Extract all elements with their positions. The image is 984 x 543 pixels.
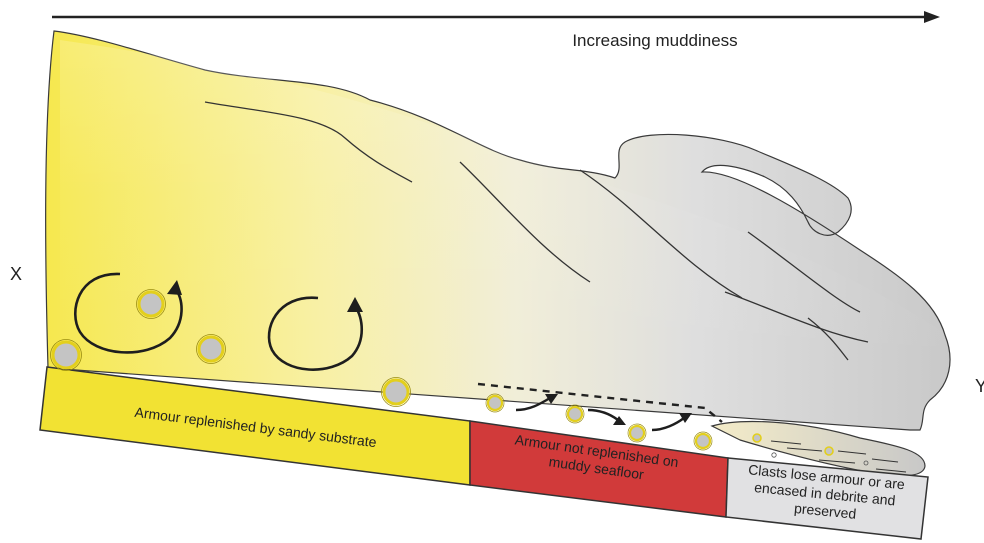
clast <box>694 432 712 450</box>
clast <box>51 340 82 371</box>
muddiness-arrow <box>52 11 940 23</box>
clast <box>628 424 646 442</box>
clast <box>197 335 226 364</box>
clast <box>486 394 504 412</box>
axis-label: Increasing muddiness <box>572 31 737 50</box>
marker-y: Y <box>975 376 984 396</box>
marker-x: X <box>10 264 22 284</box>
clast <box>382 378 411 407</box>
clast <box>137 290 166 319</box>
clast <box>566 405 584 423</box>
